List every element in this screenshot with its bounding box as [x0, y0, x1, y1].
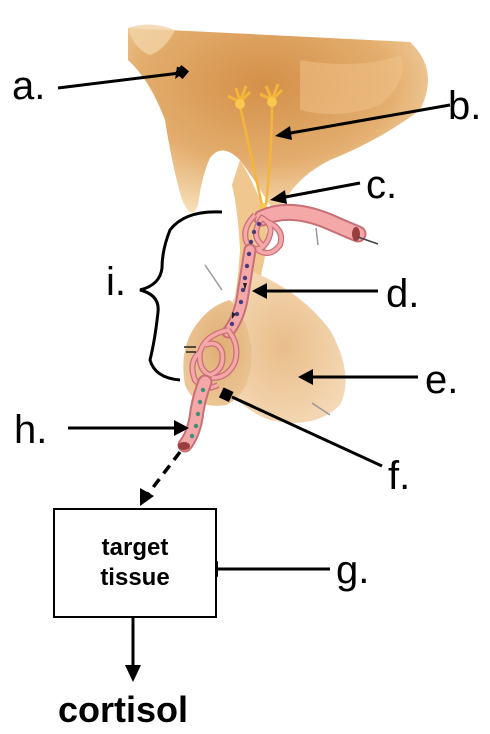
label-f: f. — [388, 456, 410, 496]
cortisol-label: cortisol — [58, 692, 188, 728]
label-i: i. — [106, 262, 126, 302]
dashed-arrow-to-target — [148, 452, 180, 494]
label-b: b. — [448, 86, 481, 126]
label-d: d. — [386, 274, 419, 314]
target-tissue-line1: target — [102, 533, 169, 563]
label-g: g. — [336, 550, 369, 590]
label-c: c. — [366, 165, 397, 205]
label-e: e. — [425, 360, 458, 400]
guide-line-1 — [316, 228, 318, 245]
neuron-body-2 — [267, 97, 277, 107]
label-h: h. — [14, 410, 47, 450]
neuron-body-1 — [235, 99, 245, 109]
guide-line-2 — [205, 265, 222, 290]
label-a: a. — [12, 66, 45, 106]
target-tissue-line2: tissue — [100, 563, 169, 593]
target-tissue-box: target tissue — [53, 508, 217, 618]
